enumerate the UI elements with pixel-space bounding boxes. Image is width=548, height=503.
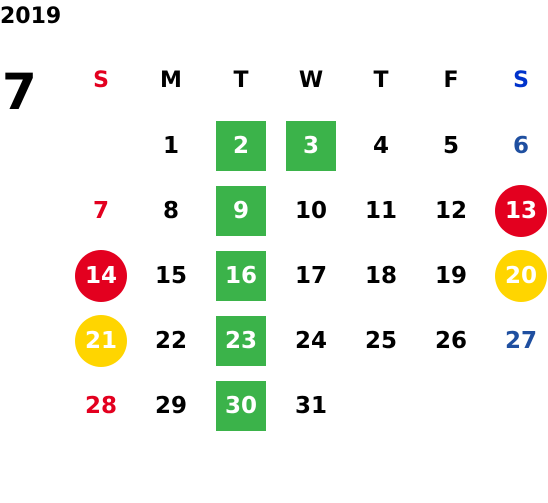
- day-cell[interactable]: 3: [276, 113, 346, 178]
- day-cell[interactable]: 5: [416, 113, 486, 178]
- day-cell[interactable]: 10: [276, 178, 346, 243]
- day-cell[interactable]: 13: [486, 178, 548, 243]
- day-cell[interactable]: 29: [136, 373, 206, 438]
- day-cell[interactable]: 12: [416, 178, 486, 243]
- day-cell[interactable]: 20: [486, 243, 548, 308]
- day-number: 13: [495, 184, 547, 237]
- day-cell[interactable]: 23: [206, 308, 276, 373]
- day-cell[interactable]: 28: [66, 373, 136, 438]
- day-number: 26: [434, 327, 467, 354]
- day-number: 28: [84, 392, 117, 419]
- day-cell[interactable]: 6: [486, 113, 548, 178]
- day-cell[interactable]: 15: [136, 243, 206, 308]
- day-cell[interactable]: 30: [206, 373, 276, 438]
- day-cell[interactable]: 24: [276, 308, 346, 373]
- day-number: 15: [154, 262, 187, 289]
- day-number: 27: [504, 327, 537, 354]
- day-cell[interactable]: 16: [206, 243, 276, 308]
- day-number: 2: [216, 120, 266, 171]
- day-number: 20: [495, 249, 547, 302]
- day-cell[interactable]: 7: [66, 178, 136, 243]
- day-cell[interactable]: 19: [416, 243, 486, 308]
- day-cell[interactable]: 21: [66, 308, 136, 373]
- day-cell[interactable]: 22: [136, 308, 206, 373]
- day-number: 23: [216, 315, 266, 366]
- day-number: 18: [364, 262, 397, 289]
- day-number: 7: [92, 197, 109, 224]
- day-number: 29: [154, 392, 187, 419]
- day-number: 6: [512, 132, 529, 159]
- day-cell[interactable]: 18: [346, 243, 416, 308]
- day-cell[interactable]: 1: [136, 113, 206, 178]
- day-number: 14: [75, 249, 127, 302]
- weekday-header: M: [160, 68, 182, 93]
- day-cell[interactable]: 17: [276, 243, 346, 308]
- year-label: 2019: [0, 4, 62, 29]
- day-cell[interactable]: 4: [346, 113, 416, 178]
- weekday-header: T: [373, 68, 389, 93]
- weekday-header: W: [298, 68, 324, 93]
- month-label: 7: [2, 63, 37, 121]
- day-number: 21: [75, 314, 127, 367]
- weekday-header: S: [93, 68, 109, 93]
- empty-cell: [66, 113, 136, 178]
- day-number: 3: [286, 120, 336, 171]
- day-cell[interactable]: 25: [346, 308, 416, 373]
- day-number: 24: [294, 327, 327, 354]
- day-cell[interactable]: 31: [276, 373, 346, 438]
- day-number: 16: [216, 250, 266, 301]
- day-cell[interactable]: 9: [206, 178, 276, 243]
- weekday-header: T: [233, 68, 249, 93]
- day-number: 10: [294, 197, 327, 224]
- day-number: 9: [216, 185, 266, 236]
- day-cell[interactable]: 11: [346, 178, 416, 243]
- day-cell[interactable]: 2: [206, 113, 276, 178]
- day-number: 5: [442, 132, 459, 159]
- day-cell[interactable]: 14: [66, 243, 136, 308]
- day-cell[interactable]: 26: [416, 308, 486, 373]
- day-cell[interactable]: 27: [486, 308, 548, 373]
- day-number: 22: [154, 327, 187, 354]
- day-number: 4: [372, 132, 389, 159]
- day-number: 17: [294, 262, 327, 289]
- weekday-header: S: [513, 68, 529, 93]
- day-number: 19: [434, 262, 467, 289]
- day-number: 1: [162, 132, 179, 159]
- day-number: 25: [364, 327, 397, 354]
- day-number: 30: [216, 380, 266, 431]
- day-number: 11: [364, 197, 397, 224]
- day-number: 31: [294, 392, 327, 419]
- day-number: 8: [162, 197, 179, 224]
- day-number: 12: [434, 197, 467, 224]
- weekday-header: F: [443, 68, 459, 93]
- day-cell[interactable]: 8: [136, 178, 206, 243]
